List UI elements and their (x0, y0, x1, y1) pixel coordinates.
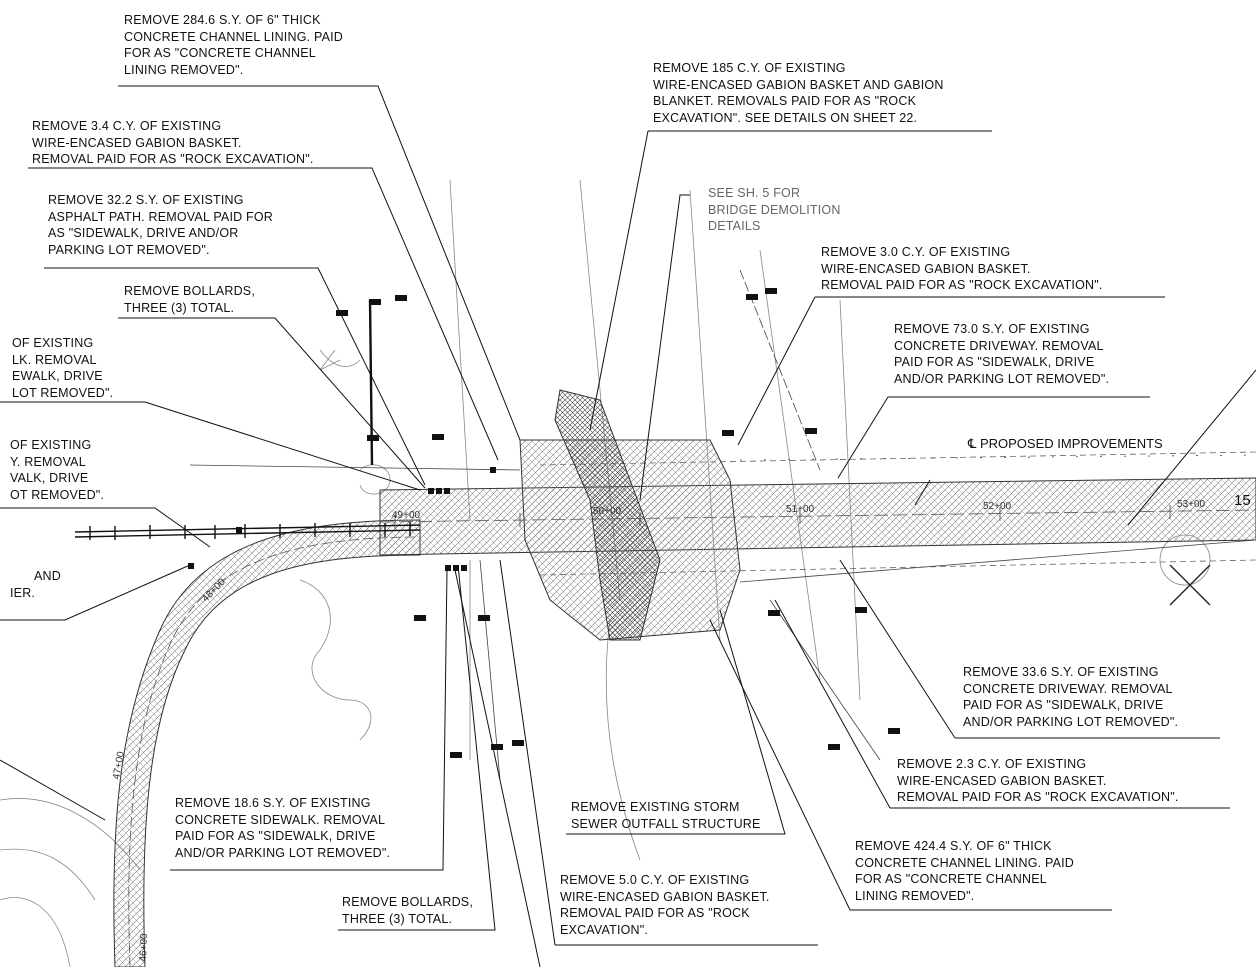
note-line: REMOVE BOLLARDS, (124, 284, 256, 298)
curved-path (113, 519, 421, 967)
station-ticks (394, 505, 1171, 529)
note-line: SEE SH. 5 FOR (708, 186, 801, 200)
note-concrete-channel-lining-284: REMOVE 284.6 S.Y. OF 6" THICK CONCRETE C… (124, 12, 343, 78)
note-line: AND (34, 569, 61, 583)
roadway-strip (379, 451, 1256, 576)
bollard-markers (188, 288, 900, 758)
note-line: OF EXISTING (12, 336, 94, 350)
centerline-label: ℄ PROPOSED IMPROVEMENTS (968, 436, 1163, 451)
note-line: REMOVE 284.6 S.Y. OF 6" THICK (124, 13, 321, 27)
note-line: VALK, DRIVE (10, 471, 89, 485)
note-storm-sewer-outfall: REMOVE EXISTING STORM SEWER OUTFALL STRU… (571, 799, 761, 832)
station-label-52: 52+00 (983, 501, 1012, 512)
note-asphalt-path: REMOVE 32.2 S.Y. OF EXISTING ASPHALT PAT… (48, 192, 273, 258)
note-line: FOR AS "CONCRETE CHANNEL (124, 46, 316, 60)
note-line: PAID FOR AS "SIDEWALK, DRIVE (894, 355, 1095, 369)
note-line: REMOVAL PAID FOR AS "ROCK EXCAVATION". (897, 790, 1179, 804)
note-line: Y. REMOVAL (10, 454, 86, 469)
station-label-50: 50+00 (593, 506, 622, 517)
note-line: LINING REMOVED". (855, 888, 975, 903)
note-concrete-channel-lining-424: REMOVE 424.4 S.Y. OF 6" THICK CONCRETE C… (855, 838, 1074, 904)
note-bollards-bottom: REMOVE BOLLARDS, THREE (3) TOTAL. (342, 894, 473, 927)
note-line: AS "SIDEWALK, DRIVE AND/OR (48, 226, 239, 240)
note-line: CONCRETE CHANNEL LINING. PAID (124, 29, 344, 44)
note-gabion-2-3: REMOVE 2.3 C.Y. OF EXISTING WIRE-ENCASED… (897, 756, 1179, 806)
note-line: AND/OR PARKING LOT REMOVED". (894, 371, 1110, 386)
note-line: AND/OR PARKING LOT REMOVED". (175, 845, 391, 860)
note-line: WIRE-ENCASED GABION BASKET AND GABION (653, 77, 944, 92)
note-line: SEWER OUTFALL STRUCTURE (571, 816, 761, 831)
note-line: LOT REMOVED". (12, 385, 114, 400)
note-line: REMOVE 18.6 S.Y. OF EXISTING (175, 796, 371, 810)
note-line: CONCRETE CHANNEL LINING. PAID (855, 855, 1075, 870)
note-line: REMOVE 3.0 C.Y. OF EXISTING (821, 245, 1011, 259)
note-line: CONCRETE DRIVEWAY. REMOVAL (894, 338, 1104, 353)
note-line: REMOVE 424.4 S.Y. OF 6" THICK (855, 839, 1052, 853)
note-line: FOR AS "CONCRETE CHANNEL (855, 872, 1047, 886)
note-line: THREE (3) TOTAL. (124, 300, 235, 315)
note-line: REMOVE 3.4 C.Y. OF EXISTING (32, 119, 222, 133)
note-line: OT REMOVED". (10, 487, 105, 502)
note-line: PAID FOR AS "SIDEWALK, DRIVE (175, 829, 376, 843)
note-line: LK. REMOVAL (12, 352, 97, 367)
note-line: OF EXISTING (10, 438, 92, 452)
note-line: AND/OR PARKING LOT REMOVED". (963, 714, 1179, 729)
note-line: REMOVE 2.3 C.Y. OF EXISTING (897, 757, 1087, 771)
note-line: REMOVAL PAID FOR AS "ROCK EXCAVATION". (821, 278, 1103, 292)
note-line: IER. (10, 585, 36, 600)
note-line: EXCAVATION". SEE DETAILS ON SHEET 22. (653, 110, 918, 125)
note-bollards-top: REMOVE BOLLARDS, THREE (3) TOTAL. (124, 283, 255, 316)
note-gabion-basket-3-4: REMOVE 3.4 C.Y. OF EXISTING WIRE-ENCASED… (32, 118, 314, 168)
sheet-edge-label: 15 (1234, 492, 1251, 509)
note-line: REMOVE 32.2 S.Y. OF EXISTING (48, 193, 244, 207)
note-line: REMOVE 185 C.Y. OF EXISTING (653, 61, 846, 75)
note-line: EWALK, DRIVE (12, 369, 103, 383)
note-line: REMOVAL PAID FOR AS "ROCK EXCAVATION". (32, 152, 314, 166)
note-line: CONCRETE DRIVEWAY. REMOVAL (963, 681, 1173, 696)
note-cropped-3: AND IER. (10, 568, 61, 601)
note-line: LINING REMOVED". (124, 62, 244, 77)
note-line: BLANKET. REMOVALS PAID FOR AS "ROCK (653, 94, 917, 108)
station-label-46: 46+00 (138, 933, 151, 962)
note-line: EXCAVATION". (560, 922, 649, 937)
note-driveway-73: REMOVE 73.0 S.Y. OF EXISTING CONCRETE DR… (894, 321, 1109, 387)
note-sidewalk-cropped-1: OF EXISTING LK. REMOVAL EWALK, DRIVE LOT… (12, 335, 113, 401)
note-line: PARKING LOT REMOVED". (48, 242, 210, 257)
note-sidewalk-cropped-2: OF EXISTING Y. REMOVAL VALK, DRIVE OT RE… (10, 437, 104, 503)
station-label-51: 51+00 (786, 504, 815, 515)
note-line: ASPHALT PATH. REMOVAL PAID FOR (48, 209, 274, 224)
note-line: WIRE-ENCASED GABION BASKET. (897, 773, 1107, 788)
railroad (74, 522, 421, 540)
note-line: REMOVE 73.0 S.Y. OF EXISTING (894, 322, 1090, 336)
note-line: CONCRETE SIDEWALK. REMOVAL (175, 812, 386, 827)
note-line: WIRE-ENCASED GABION BASKET. (32, 135, 242, 150)
station-label-49: 49+00 (392, 510, 421, 521)
note-line: DETAILS (708, 219, 761, 233)
note-gabion-185: REMOVE 185 C.Y. OF EXISTING WIRE-ENCASED… (653, 60, 944, 126)
note-line: WIRE-ENCASED GABION BASKET. (560, 889, 770, 904)
note-bridge-demolition-ref: SEE SH. 5 FOR BRIDGE DEMOLITION DETAILS (708, 185, 841, 235)
note-gabion-3-0: REMOVE 3.0 C.Y. OF EXISTING WIRE-ENCASED… (821, 244, 1103, 294)
note-line: BRIDGE DEMOLITION (708, 202, 841, 217)
note-sidewalk-18-6: REMOVE 18.6 S.Y. OF EXISTING CONCRETE SI… (175, 795, 390, 861)
note-line: REMOVE BOLLARDS, (342, 895, 474, 909)
note-line: REMOVE 33.6 S.Y. OF EXISTING (963, 665, 1159, 679)
note-line: REMOVE 5.0 C.Y. OF EXISTING (560, 873, 750, 887)
note-line: THREE (3) TOTAL. (342, 911, 453, 926)
leader-lines (0, 85, 1256, 967)
note-gabion-5-0: REMOVE 5.0 C.Y. OF EXISTING WIRE-ENCASED… (560, 872, 770, 938)
note-line: REMOVAL PAID FOR AS "ROCK (560, 906, 750, 920)
station-label-53: 53+00 (1177, 499, 1206, 510)
note-driveway-33-6: REMOVE 33.6 S.Y. OF EXISTING CONCRETE DR… (963, 664, 1178, 730)
channel-area (519, 389, 741, 641)
note-line: REMOVE EXISTING STORM (571, 800, 740, 814)
background-linework (0, 179, 1211, 967)
note-line: PAID FOR AS "SIDEWALK, DRIVE (963, 698, 1164, 712)
note-line: WIRE-ENCASED GABION BASKET. (821, 261, 1031, 276)
